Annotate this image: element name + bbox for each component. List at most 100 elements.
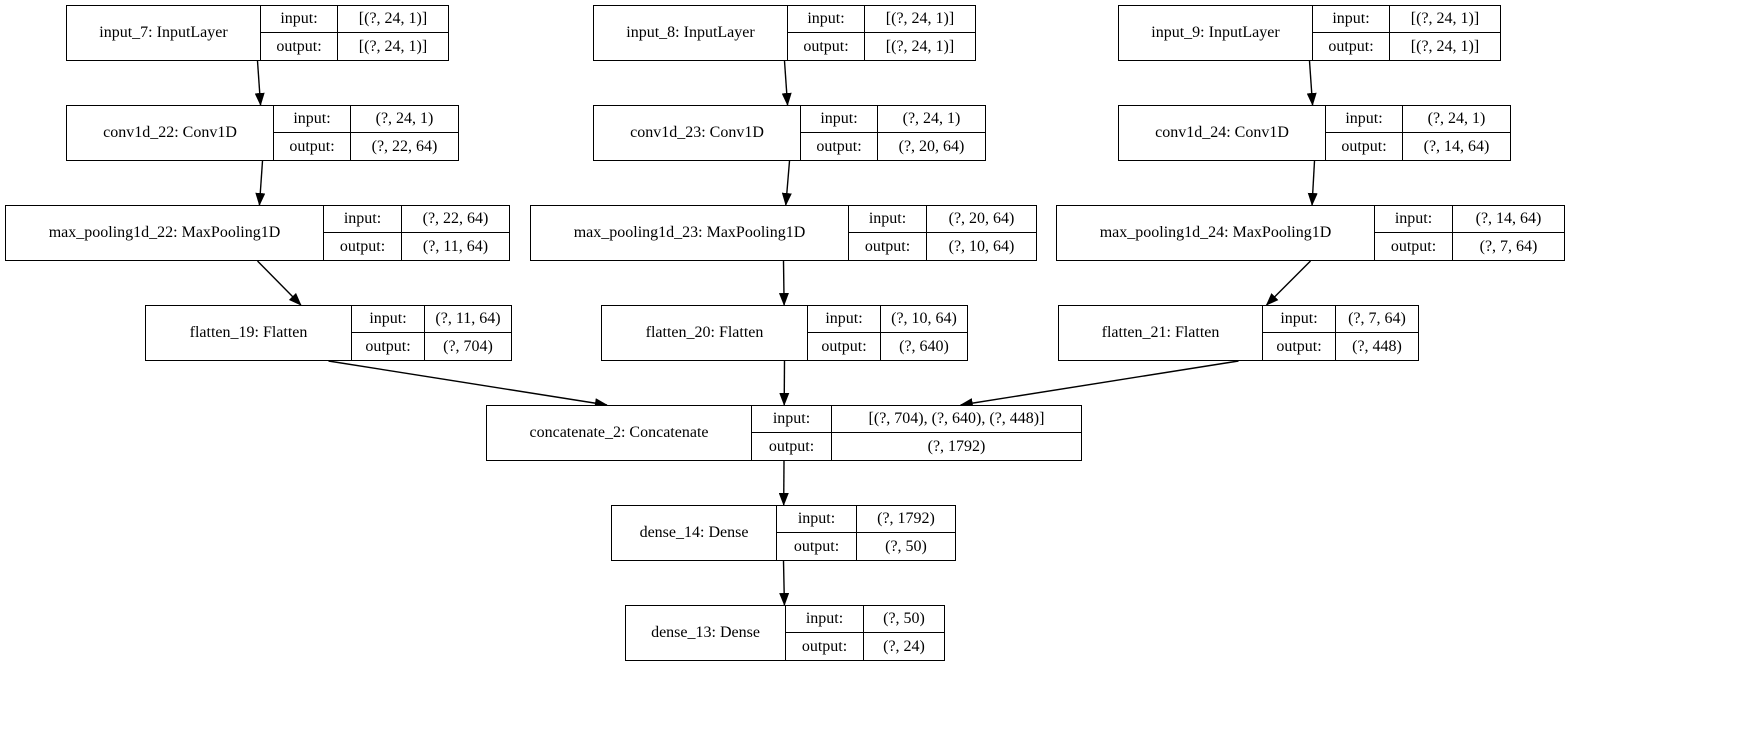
output-row-label: output: — [261, 33, 338, 60]
layer-name-label: conv1d_23: Conv1D — [594, 106, 801, 160]
output-shape-value: (?, 704) — [443, 337, 493, 355]
input-row-label: input: — [788, 6, 865, 33]
output-shape-value: (?, 640) — [899, 337, 949, 355]
layer-node-conv1d_23: conv1d_23: Conv1D input: (?, 24, 1) outp… — [593, 105, 986, 161]
edge-max_pooling1d_24-to-flatten_21 — [1265, 260, 1311, 306]
layer-name-label: flatten_20: Flatten — [602, 306, 808, 360]
layer-name-label: input_9: InputLayer — [1119, 6, 1313, 60]
layer-node-input_9: input_9: InputLayer input: [(?, 24, 1)] … — [1118, 5, 1501, 61]
layer-node-input_7: input_7: InputLayer input: [(?, 24, 1)] … — [66, 5, 449, 61]
output-shape-value: (?, 7, 64) — [1479, 237, 1538, 255]
layer-node-max_pooling1d_22: max_pooling1d_22: MaxPooling1D input: (?… — [5, 205, 510, 261]
output-shape-value: (?, 24) — [883, 637, 925, 655]
output-row-label: output: — [352, 333, 425, 360]
layer-name-label: conv1d_22: Conv1D — [67, 106, 274, 160]
edge-input_9-to-conv1d_24 — [1306, 60, 1317, 106]
output-shape-value: (?, 20, 64) — [898, 137, 965, 155]
output-row-label: output: — [786, 633, 864, 660]
input-row-label: input: — [1313, 6, 1390, 33]
layer-node-flatten_19: flatten_19: Flatten input: (?, 11, 64) o… — [145, 305, 512, 361]
edge-dense_14-to-dense_13 — [779, 560, 790, 606]
output-row-label: output: — [801, 133, 878, 160]
input-row-label: input: — [808, 306, 881, 333]
input-shape-value: (?, 20, 64) — [927, 206, 1036, 233]
output-row-label: output: — [777, 533, 857, 560]
layer-name-label: flatten_19: Flatten — [146, 306, 352, 360]
input-row-label: input: — [1375, 206, 1453, 233]
layer-node-concatenate_2: concatenate_2: Concatenate input: [(?, 7… — [486, 405, 1082, 461]
output-shape-value: [(?, 24, 1)] — [1410, 37, 1480, 55]
output-shape-value: [(?, 24, 1)] — [358, 37, 428, 55]
output-shape-value: [(?, 24, 1)] — [885, 37, 955, 55]
edge-max_pooling1d_23-to-flatten_20 — [778, 260, 789, 306]
input-shape-value: (?, 10, 64) — [881, 306, 967, 333]
layer-name-label: max_pooling1d_24: MaxPooling1D — [1057, 206, 1375, 260]
output-shape-value: (?, 10, 64) — [948, 237, 1015, 255]
input-row-label: input: — [1326, 106, 1403, 133]
output-row-label: output: — [788, 33, 865, 60]
edge-flatten_19-to-concatenate_2 — [328, 360, 608, 409]
input-row-label: input: — [752, 406, 832, 433]
layer-name-label: dense_13: Dense — [626, 606, 786, 660]
input-shape-value: (?, 24, 1) — [351, 106, 458, 133]
input-shape-value: [(?, 24, 1)] — [1390, 6, 1500, 33]
layer-name-label: max_pooling1d_22: MaxPooling1D — [6, 206, 324, 260]
input-row-label: input: — [801, 106, 878, 133]
input-row-label: input: — [352, 306, 425, 333]
layer-name-label: conv1d_24: Conv1D — [1119, 106, 1326, 160]
input-shape-value: (?, 50) — [864, 606, 944, 633]
output-row-label: output: — [849, 233, 927, 260]
output-shape-value: (?, 448) — [1352, 337, 1402, 355]
input-row-label: input: — [777, 506, 857, 533]
input-shape-value: (?, 24, 1) — [1403, 106, 1510, 133]
input-shape-value: (?, 11, 64) — [425, 306, 511, 333]
input-shape-value: [(?, 24, 1)] — [338, 6, 448, 33]
edge-input_7-to-conv1d_22 — [254, 60, 265, 106]
input-row-label: input: — [1263, 306, 1336, 333]
output-shape-value: (?, 22, 64) — [371, 137, 438, 155]
layer-name-label: dense_14: Dense — [612, 506, 777, 560]
layer-name-label: concatenate_2: Concatenate — [487, 406, 752, 460]
input-shape-value: (?, 1792) — [857, 506, 955, 533]
output-shape-value: (?, 50) — [885, 537, 927, 555]
edge-conv1d_23-to-max_pooling1d_23 — [781, 160, 792, 206]
layer-name-label: flatten_21: Flatten — [1059, 306, 1263, 360]
layer-node-conv1d_22: conv1d_22: Conv1D input: (?, 24, 1) outp… — [66, 105, 459, 161]
layer-node-input_8: input_8: InputLayer input: [(?, 24, 1)] … — [593, 5, 976, 61]
input-shape-value: (?, 24, 1) — [878, 106, 985, 133]
layer-node-flatten_21: flatten_21: Flatten input: (?, 7, 64) ou… — [1058, 305, 1419, 361]
input-row-label: input: — [274, 106, 351, 133]
input-row-label: input: — [324, 206, 402, 233]
input-shape-value: (?, 14, 64) — [1453, 206, 1564, 233]
layer-node-max_pooling1d_23: max_pooling1d_23: MaxPooling1D input: (?… — [530, 205, 1037, 261]
layer-node-dense_14: dense_14: Dense input: (?, 1792) output:… — [611, 505, 956, 561]
layer-node-conv1d_24: conv1d_24: Conv1D input: (?, 24, 1) outp… — [1118, 105, 1511, 161]
edge-flatten_21-to-concatenate_2 — [959, 360, 1239, 409]
output-row-label: output: — [324, 233, 402, 260]
input-shape-value: [(?, 704), (?, 640), (?, 448)] — [832, 406, 1081, 433]
edge-conv1d_22-to-max_pooling1d_22 — [255, 160, 266, 206]
input-row-label: input: — [261, 6, 338, 33]
layer-node-max_pooling1d_24: max_pooling1d_24: MaxPooling1D input: (?… — [1056, 205, 1565, 261]
output-shape-value: (?, 14, 64) — [1423, 137, 1490, 155]
input-shape-value: (?, 22, 64) — [402, 206, 509, 233]
input-shape-value: (?, 7, 64) — [1336, 306, 1418, 333]
output-row-label: output: — [1313, 33, 1390, 60]
edge-conv1d_24-to-max_pooling1d_24 — [1307, 160, 1318, 206]
edge-max_pooling1d_22-to-flatten_19 — [257, 260, 302, 306]
output-row-label: output: — [1326, 133, 1403, 160]
output-row-label: output: — [1263, 333, 1336, 360]
layer-node-dense_13: dense_13: Dense input: (?, 50) output: (… — [625, 605, 945, 661]
input-shape-value: [(?, 24, 1)] — [865, 6, 975, 33]
output-row-label: output: — [808, 333, 881, 360]
output-row-label: output: — [1375, 233, 1453, 260]
output-row-label: output: — [752, 433, 832, 460]
input-row-label: input: — [786, 606, 864, 633]
input-row-label: input: — [849, 206, 927, 233]
edge-input_8-to-conv1d_23 — [781, 60, 792, 106]
layer-name-label: input_8: InputLayer — [594, 6, 788, 60]
output-row-label: output: — [274, 133, 351, 160]
output-shape-value: (?, 1792) — [927, 437, 986, 455]
